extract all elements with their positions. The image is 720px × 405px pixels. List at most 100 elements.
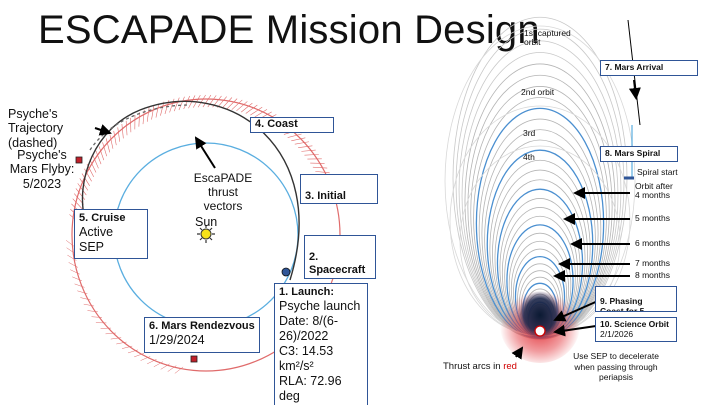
thrust-hatch-line	[146, 107, 150, 122]
psyche-arrow	[94, 124, 112, 136]
launch-box: 1. Launch: Psyche launch Date: 8/(6- 26)…	[274, 283, 368, 405]
thrust-hatch-line	[174, 366, 184, 374]
thrust-hatch-line	[134, 353, 145, 358]
spiral-start-label: Spiral start	[637, 167, 678, 177]
thrust-hatch-line	[75, 188, 86, 200]
thrust-hatch-line	[77, 290, 88, 294]
thrust-hatch-line	[294, 141, 309, 145]
thrust-hatch-line	[315, 171, 330, 174]
thrust-hatch-line	[72, 276, 83, 282]
thrust-hatch-line	[72, 198, 83, 210]
mars-arrival-box: 7. Mars Arrival	[600, 60, 698, 76]
thrust-hatch-line	[65, 240, 75, 247]
arrival-arrow	[628, 79, 641, 100]
thrust-hatch-line	[153, 361, 164, 368]
thrust-hatch-line	[250, 106, 263, 116]
thrust-hatch-line	[121, 345, 133, 349]
thrust-arcs-red: red	[503, 361, 517, 372]
page-title: ESCAPADE Mission Design	[38, 8, 540, 52]
thrust-hatch-line	[217, 96, 227, 108]
orbit-2-label: 2nd orbit	[521, 87, 555, 97]
phasing-box: 9. Phasing Coast for 5 months	[595, 286, 677, 312]
thrust-hatch-line	[77, 183, 87, 196]
psyche-flyby-label: Psyche's Mars Flyby: 5/2023	[9, 148, 75, 191]
mars-rendezvous-marker	[190, 355, 198, 363]
thrust-hatch-line	[207, 95, 217, 108]
rendezvous-title: 6. Mars Rendezvous	[149, 320, 255, 332]
thrust-hatch-line	[287, 133, 302, 138]
checkout-label: 2. Spacecraft Checkout	[309, 251, 366, 278]
thrust-hatch-line	[304, 154, 319, 156]
thrust-hatch-line	[147, 359, 157, 365]
orbit-after-4-label: Orbit after 4 months	[635, 181, 673, 201]
thrust-hatch-line	[138, 112, 140, 127]
spiral-diagram	[444, 16, 641, 363]
science-orbit-date: 2/1/2026	[600, 329, 634, 340]
thrust-hatch-line	[127, 349, 139, 354]
orbit-4-label: 4th	[523, 152, 535, 162]
thrust-hatch-line	[298, 145, 313, 149]
mars-spiral-label: 8. Mars Spiral	[605, 148, 661, 158]
thrust-hatch-line	[84, 168, 92, 182]
thrust-hatch-line	[113, 130, 117, 146]
thrust-hatch-line	[105, 138, 111, 153]
thrust-hatch-line	[95, 150, 102, 165]
cruise-title: 5. Cruise	[79, 212, 126, 224]
mars-icon	[534, 325, 546, 337]
rendezvous-date: 1/29/2024	[149, 333, 205, 348]
thrust-hatch-line	[87, 310, 98, 313]
thrust-hatch-line	[83, 303, 95, 307]
psyche-trajectory	[89, 104, 191, 151]
checkout-box: 2. Spacecraft Checkout	[304, 235, 376, 279]
orbit-1-label: 1st captured orbit	[524, 28, 571, 48]
thrust-hatch-line	[254, 109, 268, 118]
thrust-hatch-line	[236, 101, 248, 112]
coast-label: 4. Coast	[255, 118, 298, 130]
thrust-hatch-line	[160, 363, 170, 370]
thrust-hatch-line	[155, 103, 160, 118]
label-6-months: 6 months	[635, 238, 670, 248]
sun-icon	[197, 225, 215, 243]
thrust-hatch-line	[81, 173, 90, 186]
thrust-arcs-prefix: Thrust arcs in	[443, 361, 501, 372]
earth-launch-marker	[281, 267, 291, 277]
thrust-hatch-line	[125, 120, 128, 136]
label-8-months: 8 months	[635, 270, 670, 280]
thrust-hatch-line	[312, 166, 328, 169]
thrust-hatch-line	[89, 159, 97, 173]
thrust-hatch-line	[245, 104, 258, 114]
thrust-hatch-line	[197, 94, 206, 108]
thrust-hatch-line	[67, 254, 77, 261]
thrust-hatch-line	[183, 95, 191, 110]
thrust-hatch-line	[121, 123, 124, 139]
thrust-hatch-line	[301, 149, 316, 152]
spiral-core	[518, 291, 562, 339]
thrust-hatch-line	[202, 94, 212, 108]
thrust-arcs-caption: Thrust arcs in red	[443, 361, 517, 372]
initial-thrust-label: 3. Initial Thrust	[305, 190, 346, 203]
thrust-hatch-line	[231, 99, 243, 110]
thrust-hatch-line	[178, 96, 185, 111]
thrust-hatch-line	[140, 356, 151, 361]
launch-body: Psyche launch Date: 8/(6- 26)/2022 C3: 1…	[279, 299, 361, 405]
mars-flyby-marker	[75, 156, 83, 164]
thrust-arrow	[194, 136, 216, 169]
thrust-hatch-line	[151, 105, 155, 120]
thrust-vectors-label: EscaPADE thrust vectors	[193, 171, 253, 213]
thrust-hatch-line	[92, 154, 99, 169]
thrust-hatch-line	[291, 137, 306, 142]
arrow-phasing	[553, 299, 601, 322]
sep-note: Use SEP to decelerate when passing throu…	[573, 351, 659, 383]
thrust-hatch-line	[226, 98, 238, 110]
thrust-hatch-line	[240, 102, 253, 113]
coast-box: 4. Coast	[250, 117, 334, 133]
thrust-hatch-line	[102, 142, 107, 157]
psyche-trajectory-label: Psyche's Trajectory (dashed)	[8, 107, 64, 150]
launch-title: 1. Launch:	[279, 286, 335, 298]
initial-thrust-box: 3. Initial Thrust	[300, 174, 378, 204]
science-orbit-title: 10. Science Orbit	[600, 319, 669, 329]
thrust-hatch-line	[173, 97, 180, 112]
cruise-box: 5. Cruise Active SEP	[74, 209, 148, 259]
mars-spiral-box: 8. Mars Spiral	[600, 146, 678, 162]
orbit-3-label: 3rd	[523, 128, 536, 138]
